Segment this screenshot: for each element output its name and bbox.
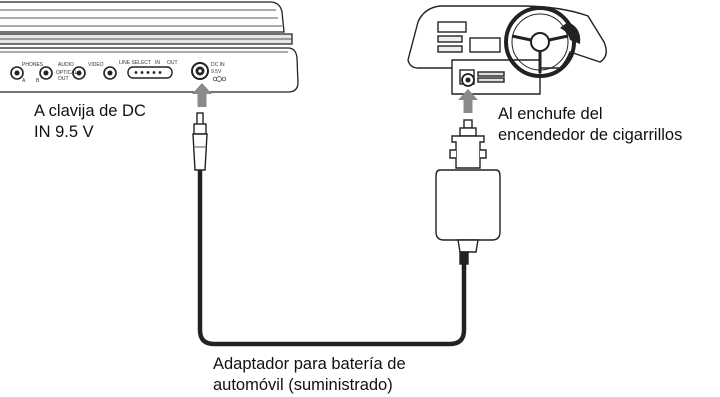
car-adapter-plug [435, 119, 501, 265]
adapter-label-line2: automóvil (suministrado) [213, 376, 393, 394]
socket-label-line2: encendedor de cigarrillos [498, 126, 683, 144]
jack-audio [72, 66, 86, 80]
dc-in-jack [191, 62, 209, 80]
socket-label-line1: Al enchufe del [498, 105, 603, 123]
dc-in-label-line2: IN 9.5 V [34, 123, 94, 141]
panel-label-volt: 9.5V [211, 69, 222, 75]
panel-label-phones-a: A [22, 78, 26, 84]
panel-label-optical: OPTICAL [56, 70, 78, 76]
arrow-to-socket-icon [458, 89, 478, 113]
dvd-player [0, 1, 299, 93]
polarity-symbol [212, 76, 227, 82]
panel-label-dc-in: DC IN [211, 62, 225, 68]
panel-label-line-select: LINE SELECT [119, 60, 151, 66]
panel-label-phones: PHONES [22, 62, 44, 68]
jack-phones-b [39, 66, 53, 80]
dash-gauge-icon [560, 22, 581, 44]
dc-in-label-line1: A clavija de DC [34, 102, 146, 120]
arrow-to-dc-in-icon [192, 83, 212, 107]
panel-label-in: IN [155, 60, 160, 66]
dc-plug [192, 112, 208, 171]
panel-label-video: VIDEO [88, 62, 104, 68]
panel-label-optical-out: OUT [58, 76, 69, 82]
cigarette-lighter-socket [461, 73, 475, 87]
panel-label-out: OUT [167, 60, 178, 66]
panel-label-phones-b: B [36, 78, 40, 84]
jack-phones-a [10, 66, 24, 80]
panel-label-audio: AUDIO [58, 62, 74, 68]
line-select-switch [127, 66, 173, 79]
adapter-label-line1: Adaptador para batería de [213, 355, 406, 373]
adapter-cable [197, 170, 467, 347]
jack-video [103, 66, 117, 80]
steering-wheel [504, 6, 576, 78]
